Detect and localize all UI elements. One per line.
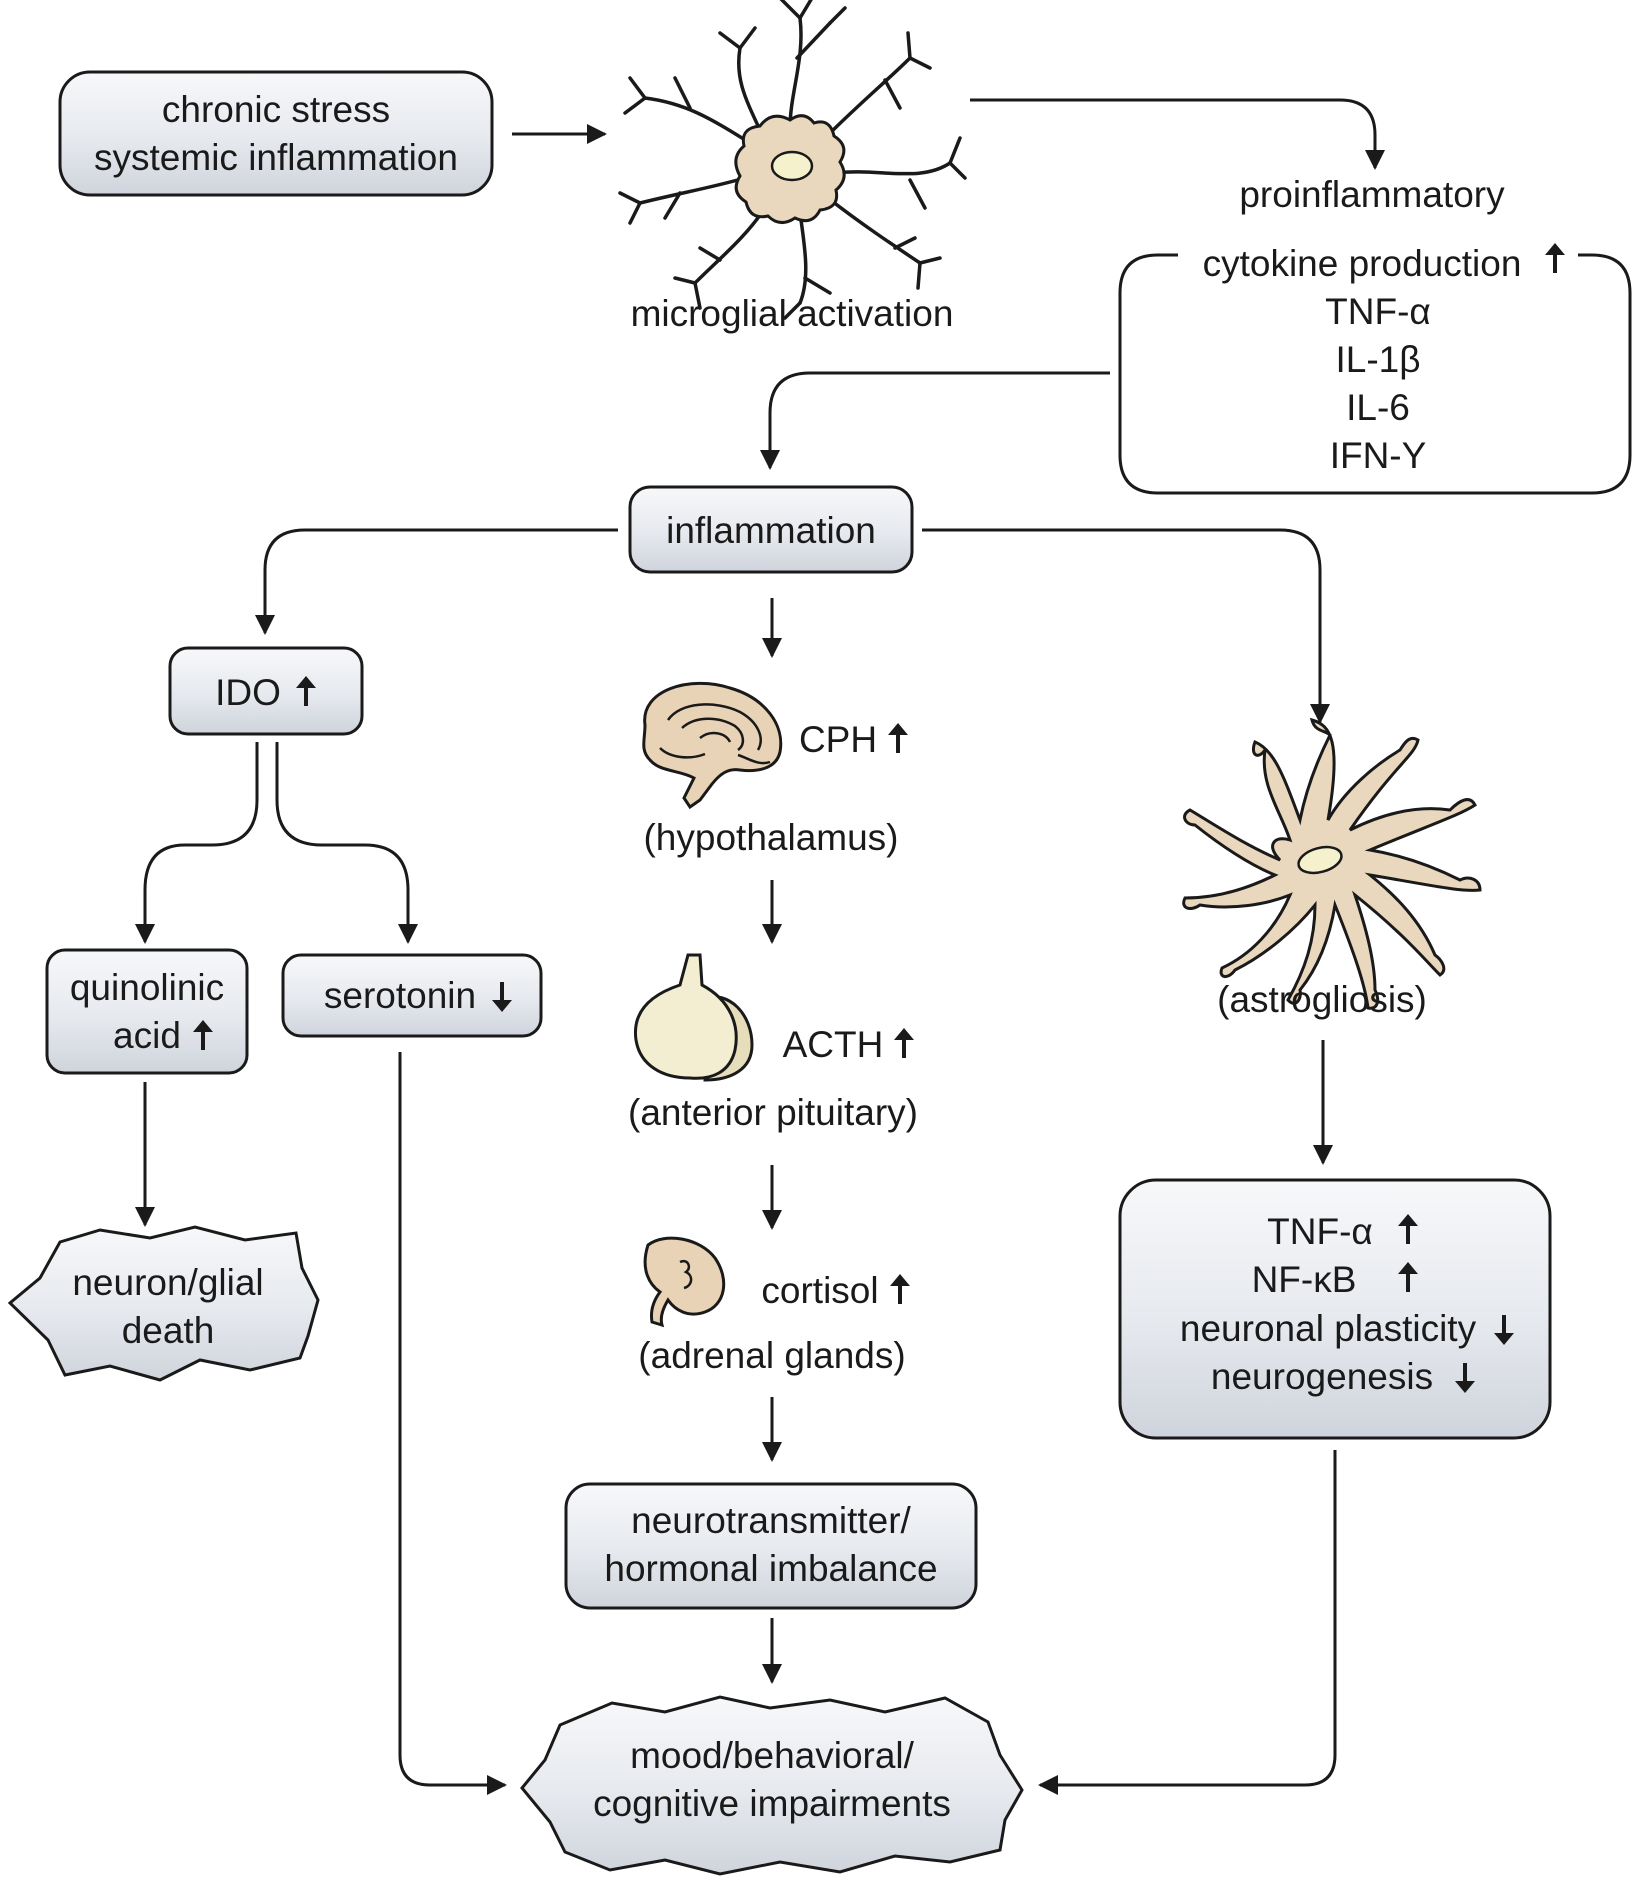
- neuron-death-burst: neuron/glial death: [7, 1225, 320, 1382]
- up-arrow-icon: [886, 721, 910, 755]
- arrow-cytokines-to-inflammation: [760, 371, 1110, 470]
- astrocyte-cell-icon: [1182, 717, 1482, 1010]
- quinolinic-line-2: acid: [113, 1015, 181, 1056]
- stress-line-1: chronic stress: [162, 89, 390, 130]
- brain-icon: [642, 681, 783, 810]
- serotonin-box: serotonin: [281, 953, 543, 1038]
- up-arrow-icon: [888, 1272, 912, 1306]
- adrenal-label: (adrenal glands): [638, 1335, 905, 1376]
- effect-tnf: TNF-α: [1267, 1211, 1373, 1252]
- inflammation-box: inflammation: [628, 485, 914, 574]
- quinolinic-box: quinolinic acid: [45, 948, 249, 1075]
- impairments-line-1: mood/behavioral/: [630, 1735, 915, 1776]
- arrow-inflammation-to-astrocyte: [922, 528, 1330, 724]
- cytokine-il6: IL-6: [1346, 387, 1410, 428]
- cytokine-ifn: IFN-Y: [1330, 435, 1427, 476]
- stress-line-2: systemic inflammation: [94, 137, 458, 178]
- microglia-label: microglial activation: [631, 293, 954, 334]
- arrow-effects-to-impairments: [1038, 1450, 1337, 1795]
- cytokine-il1b: IL-1β: [1335, 339, 1420, 380]
- connectors: [135, 98, 1385, 1795]
- neuron-death-line-2: death: [122, 1310, 215, 1351]
- astrogliosis-label: (astrogliosis): [1217, 979, 1427, 1020]
- quinolinic-line-1: quinolinic: [70, 967, 224, 1008]
- astro-effects-box: TNF-α NF-κB neuronal plasticity neurogen…: [1118, 1178, 1552, 1440]
- arrow-serotonin-to-impairments: [398, 1052, 507, 1795]
- serotonin-label: serotonin: [324, 975, 476, 1016]
- effect-nfkb: NF-κB: [1252, 1259, 1357, 1300]
- imbalance-line-1: neurotransmitter/: [631, 1500, 911, 1541]
- adrenal-gland-icon: [643, 1236, 726, 1328]
- cph-label: CPH: [799, 719, 877, 760]
- up-arrow-icon: [892, 1026, 916, 1060]
- arrow-ido-to-quinolinic: [135, 742, 259, 944]
- impairments-line-2: cognitive impairments: [593, 1783, 951, 1824]
- hypothalamus-label: (hypothalamus): [643, 817, 898, 858]
- cytokine-box: proinflammatory cytokine production TNF-…: [1118, 174, 1632, 495]
- cytokine-tnf: TNF-α: [1325, 291, 1431, 332]
- imbalance-box: neurotransmitter/ hormonal imbalance: [564, 1482, 978, 1610]
- cytokine-header: proinflammatory: [1239, 174, 1505, 215]
- cortisol-label: cortisol: [761, 1270, 878, 1311]
- effect-plasticity: neuronal plasticity: [1180, 1308, 1477, 1349]
- inflammation-label: inflammation: [666, 510, 876, 551]
- effect-neurogenesis: neurogenesis: [1211, 1356, 1433, 1397]
- pituitary-label: (anterior pituitary): [628, 1092, 918, 1133]
- neuron-death-line-1: neuron/glial: [72, 1262, 263, 1303]
- acth-label: ACTH: [783, 1024, 884, 1065]
- up-arrow-icon: [1543, 241, 1567, 275]
- cytokine-production: cytokine production: [1203, 243, 1522, 284]
- ido-box: IDO: [168, 646, 364, 736]
- pituitary-gland-icon: [633, 953, 754, 1082]
- imbalance-line-2: hormonal imbalance: [604, 1548, 937, 1589]
- ido-label: IDO: [215, 672, 281, 713]
- microglia-cell-icon: [618, 0, 967, 320]
- impairments-burst: mood/behavioral/ cognitive impairments: [520, 1695, 1024, 1876]
- stress-box: chronic stress systemic inflammation: [58, 70, 494, 197]
- arrow-inflammation-to-ido: [255, 528, 618, 635]
- arrow-microglia-to-cytokines: [970, 98, 1385, 170]
- arrow-ido-to-serotonin: [275, 742, 418, 944]
